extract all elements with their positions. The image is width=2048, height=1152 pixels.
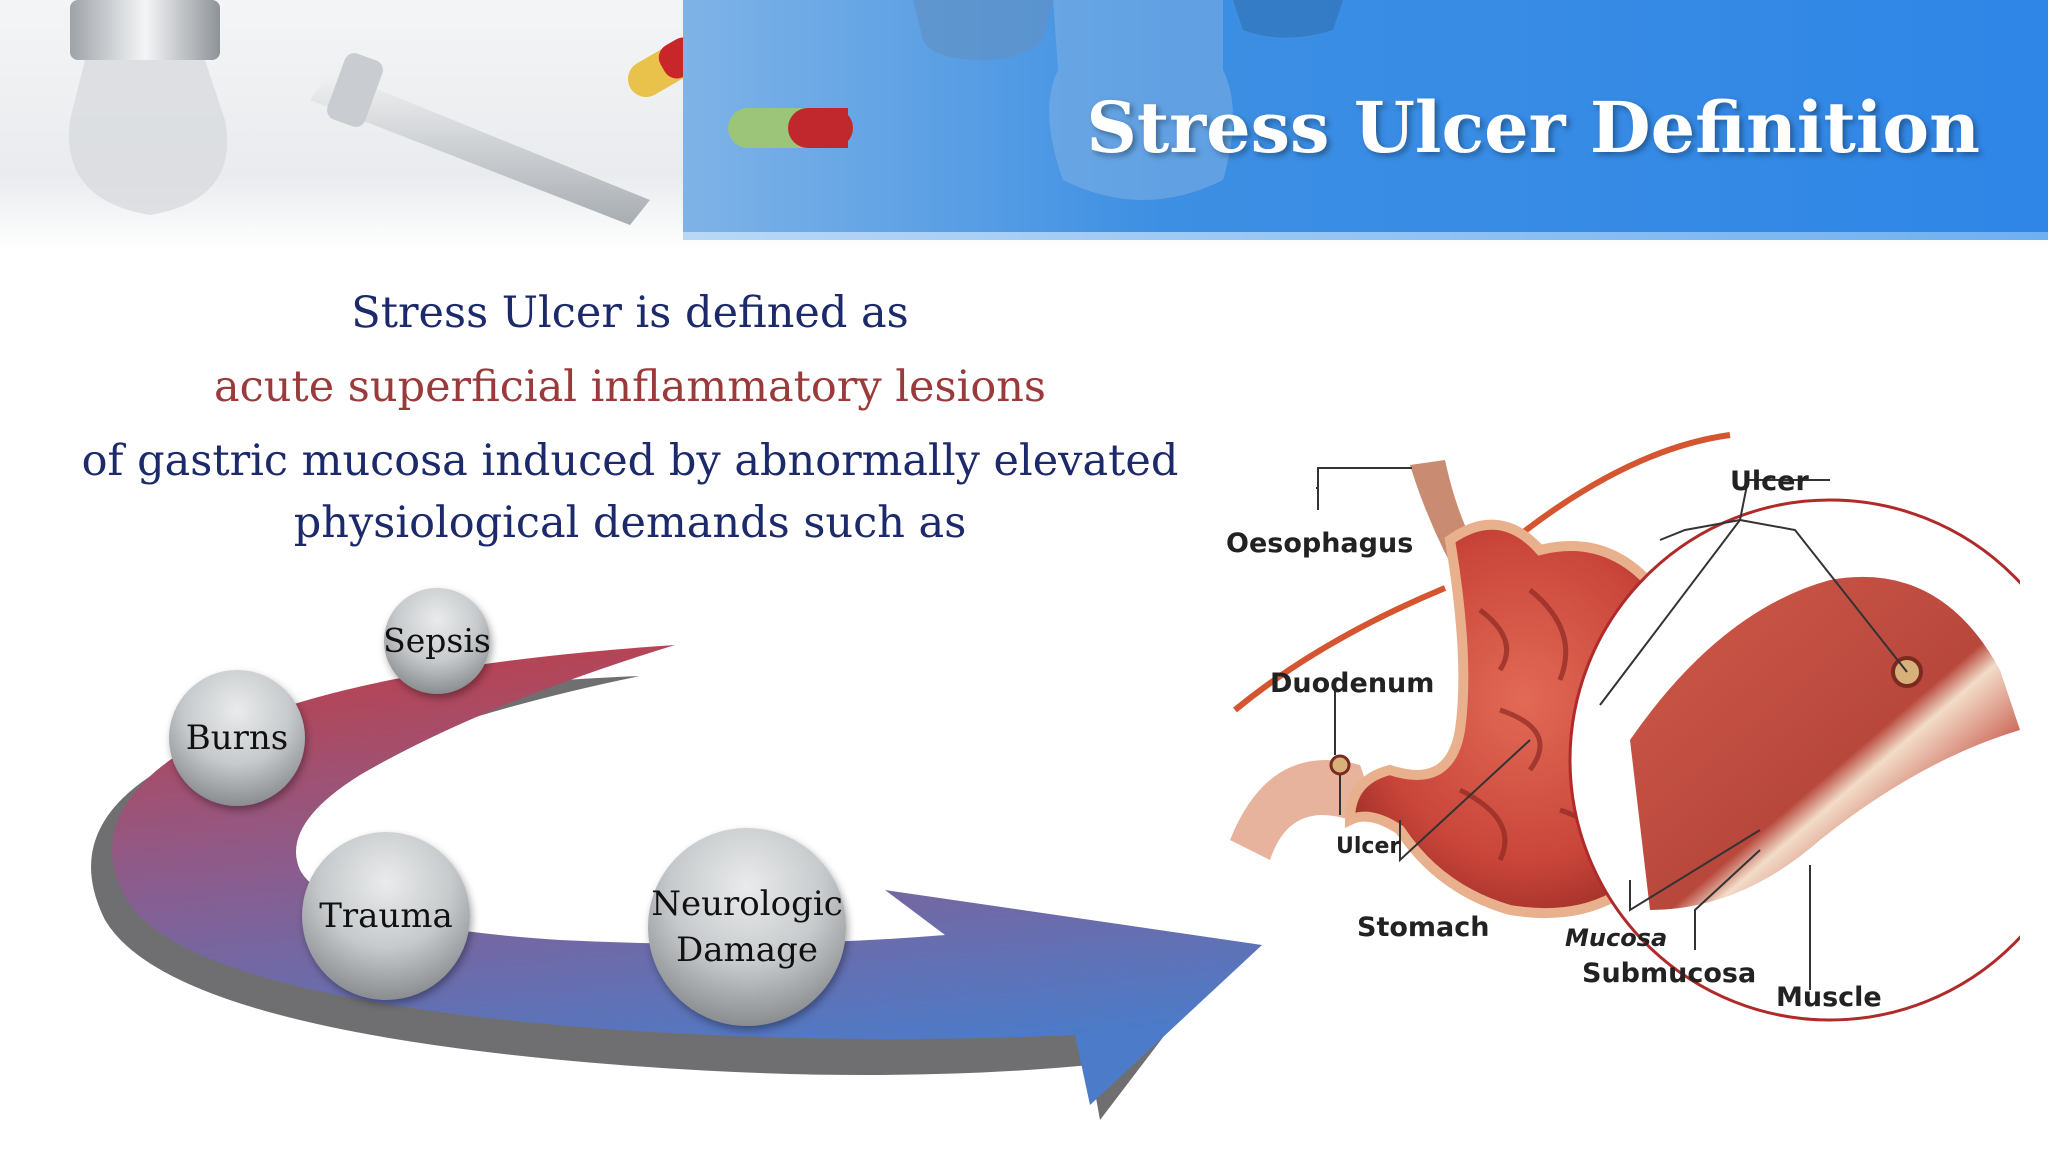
cause-bubble-burns: Burns xyxy=(169,670,305,806)
slide-title: Stress Ulcer Definition xyxy=(1086,86,1980,169)
cause-burns-label: Burns xyxy=(185,718,289,758)
causes-arrow-diagram xyxy=(91,645,1263,1120)
stomach-anatomy-illustration xyxy=(1230,432,2020,1022)
definition-line-3: of gastric mucosa induced by abnormally … xyxy=(81,436,1179,486)
label-oesophagus: Oesophagus xyxy=(1226,528,1414,559)
label-muscle: Muscle xyxy=(1776,982,1882,1013)
cause-trauma-label: Trauma xyxy=(319,896,453,936)
label-mucosa: Mucosa xyxy=(1565,924,1668,952)
cause-bubble-sepsis: Sepsis xyxy=(383,588,491,694)
definition-line-1: Stress Ulcer is defined as xyxy=(351,288,909,338)
label-duodenum: Duodenum xyxy=(1270,668,1435,699)
cause-neurologic-line-2: Damage xyxy=(676,930,818,970)
label-ulcer: Ulcer xyxy=(1730,466,1809,497)
label-ulcer-small: Ulcer xyxy=(1336,834,1401,859)
cause-sepsis-label: Sepsis xyxy=(383,621,491,660)
header-banner-photo xyxy=(728,0,1343,200)
definition-line-4: physiological demands such as xyxy=(293,498,967,548)
header-banner xyxy=(683,0,2048,232)
cause-bubble-neurologic-damage: Neurologic Damage xyxy=(648,828,846,1026)
header-divider xyxy=(683,232,2048,240)
definition-line-2: acute superficial inflammatory lesions xyxy=(214,362,1046,412)
medical-supplies-photo xyxy=(69,0,683,225)
label-stomach: Stomach xyxy=(1357,912,1490,943)
label-submucosa: Submucosa xyxy=(1582,958,1757,989)
cause-neurologic-line-1: Neurologic xyxy=(651,884,843,924)
cause-bubble-trauma: Trauma xyxy=(302,832,470,1000)
definition-text: Stress Ulcer is defined as acute superfi… xyxy=(60,282,1200,554)
